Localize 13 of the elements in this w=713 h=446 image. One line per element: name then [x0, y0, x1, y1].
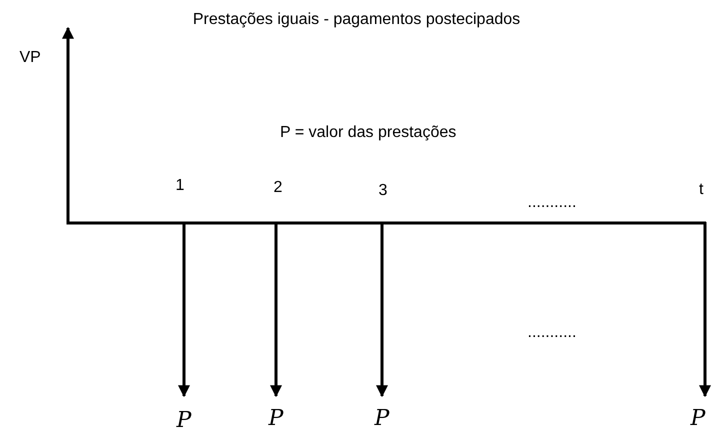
axis-label: VP [20, 50, 41, 66]
payment-label: P [268, 408, 284, 430]
period-number: 3 [378, 183, 388, 199]
period-number: 1 [176, 178, 184, 194]
period-number: 2 [274, 180, 282, 196]
diagram-title: Prestações iguais - pagamentos postecipados [192, 12, 522, 28]
period-number: t [699, 182, 704, 198]
ellipsis: ........... [528, 195, 576, 211]
payment-label: P [690, 408, 706, 430]
ellipsis: ........... [528, 325, 576, 341]
payment-label: P [374, 408, 390, 430]
note-text: P = valor das prestações [280, 125, 456, 141]
payment-label: P [176, 410, 192, 432]
